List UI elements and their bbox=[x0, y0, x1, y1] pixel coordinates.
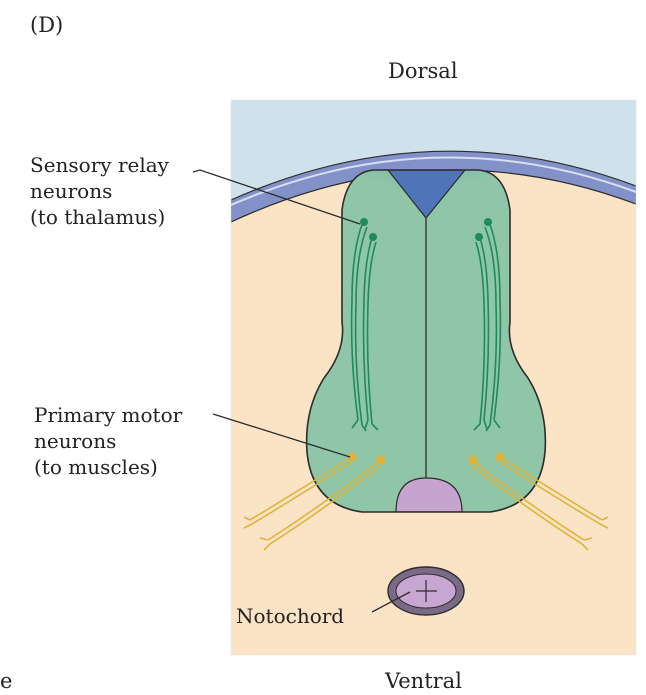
motor-line-3: (to muscles) bbox=[34, 454, 182, 480]
sensory-neuron-body bbox=[360, 218, 368, 226]
sensory-neuron-body bbox=[475, 233, 483, 241]
motor-neuron-body bbox=[377, 456, 386, 465]
primary-motor-label: Primary motor neurons (to muscles) bbox=[34, 402, 182, 480]
notochord-label: Notochord bbox=[236, 603, 344, 629]
motor-line-1: Primary motor bbox=[34, 402, 182, 428]
motor-line-2: neurons bbox=[34, 428, 182, 454]
motor-neuron-body bbox=[496, 453, 505, 462]
motor-neuron-body bbox=[469, 456, 478, 465]
sensory-line-1: Sensory relay bbox=[30, 152, 169, 178]
sensory-line-2: neurons bbox=[30, 178, 169, 204]
sensory-neuron-body bbox=[369, 233, 377, 241]
sensory-relay-label: Sensory relay neurons (to thalamus) bbox=[30, 152, 169, 230]
sensory-line-3: (to thalamus) bbox=[30, 204, 169, 230]
sensory-neuron-body bbox=[484, 218, 492, 226]
